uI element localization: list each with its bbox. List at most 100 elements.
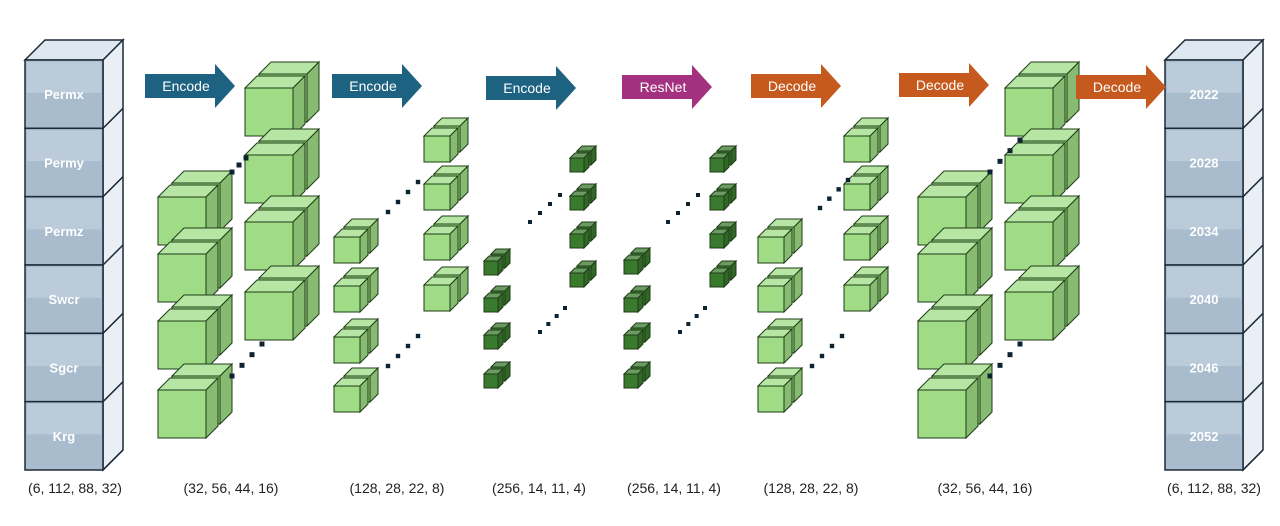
feature-cube bbox=[568, 227, 591, 250]
feature-cube bbox=[243, 278, 307, 342]
input-label: Krg bbox=[53, 429, 75, 444]
decode-arrow: Decode bbox=[751, 64, 841, 108]
feature-cube bbox=[332, 227, 370, 265]
feature-cube bbox=[756, 276, 794, 314]
feature-cube bbox=[756, 327, 794, 365]
ellipsis-dots bbox=[809, 333, 845, 369]
input-label: Swcr bbox=[48, 292, 79, 307]
input-cell: Krg bbox=[24, 400, 104, 471]
feature-cube bbox=[1003, 74, 1067, 138]
feature-cube bbox=[422, 275, 460, 313]
output-label: 2046 bbox=[1190, 361, 1219, 376]
feature-cube bbox=[622, 253, 645, 276]
output-label: 2040 bbox=[1190, 292, 1219, 307]
feature-cube bbox=[1003, 141, 1067, 205]
output-label: 2052 bbox=[1190, 429, 1219, 444]
feature-cube bbox=[568, 266, 591, 289]
feature-cube bbox=[156, 307, 220, 371]
ellipsis-dots bbox=[678, 306, 707, 334]
layer-shape: (128, 28, 22, 8) bbox=[764, 480, 859, 496]
output-cell: 2052 bbox=[1164, 400, 1244, 471]
resnet-arrow-label: ResNet bbox=[640, 79, 687, 95]
feature-cube bbox=[568, 189, 591, 212]
feature-cube bbox=[422, 224, 460, 262]
ellipsis-dots bbox=[666, 193, 700, 224]
ellipsis-dots bbox=[987, 341, 1023, 379]
output-shape: (6, 112, 88, 32) bbox=[1167, 480, 1261, 496]
encode-arrow-label: Encode bbox=[503, 80, 551, 96]
encode-arrow: Encode bbox=[145, 64, 235, 108]
feature-cube bbox=[708, 189, 731, 212]
ellipsis-dots bbox=[817, 177, 851, 211]
feature-cube bbox=[568, 151, 591, 174]
output-cell: 2034 bbox=[1164, 195, 1244, 266]
input-cell: Permx bbox=[24, 59, 104, 130]
ellipsis-dots bbox=[528, 193, 562, 224]
feature-cube bbox=[1003, 208, 1067, 272]
feature-cube bbox=[422, 174, 460, 212]
layer-shape: (32, 56, 44, 16) bbox=[184, 480, 279, 496]
output-column: 2022 2028 2034 2040 2046 2052 bbox=[1163, 38, 1265, 472]
feature-cube bbox=[708, 227, 731, 250]
output-label: 2022 bbox=[1190, 87, 1219, 102]
feature-cube bbox=[243, 141, 307, 205]
layer-shape: (32, 56, 44, 16) bbox=[938, 480, 1033, 496]
input-shape: (6, 112, 88, 32) bbox=[28, 480, 122, 496]
input-label: Permx bbox=[44, 87, 85, 102]
ellipsis-dots bbox=[229, 341, 265, 379]
feature-cube bbox=[622, 328, 645, 351]
output-cell: 2022 bbox=[1164, 59, 1244, 130]
output-cell: 2028 bbox=[1164, 127, 1244, 198]
feature-cube bbox=[842, 275, 880, 313]
ellipsis-dots bbox=[385, 179, 421, 215]
input-label: Permy bbox=[44, 156, 85, 171]
feature-cube bbox=[622, 291, 645, 314]
decode-arrow-label: Decode bbox=[768, 78, 816, 94]
feature-cube bbox=[842, 224, 880, 262]
input-cell: Sgcr bbox=[24, 332, 104, 403]
feature-cube bbox=[156, 240, 220, 304]
feature-cube bbox=[622, 367, 645, 390]
decode-arrow-label: Decode bbox=[1093, 79, 1141, 95]
input-cell: Permz bbox=[24, 195, 104, 266]
feature-cube bbox=[842, 174, 880, 212]
encode-arrow: Encode bbox=[332, 64, 422, 108]
input-cell: Permy bbox=[24, 127, 104, 198]
feature-cube bbox=[756, 227, 794, 265]
feature-cube bbox=[422, 126, 460, 164]
feature-cube bbox=[1003, 278, 1067, 342]
feature-cube bbox=[243, 74, 307, 138]
layer-shape: (256, 14, 11, 4) bbox=[627, 480, 721, 496]
output-label: 2034 bbox=[1190, 224, 1220, 239]
decode-arrow: Decode bbox=[1076, 65, 1166, 109]
output-cell: 2046 bbox=[1164, 332, 1244, 403]
encode-arrow-label: Encode bbox=[162, 78, 210, 94]
encode-arrow: Encode bbox=[486, 66, 576, 110]
ellipsis-dots bbox=[385, 333, 421, 369]
input-cell: Swcr bbox=[24, 264, 104, 335]
ellipsis-dots bbox=[987, 137, 1023, 175]
decode-arrow-label: Decode bbox=[916, 77, 964, 93]
layer-shape: (256, 14, 11, 4) bbox=[492, 480, 586, 496]
feature-cube bbox=[916, 307, 980, 371]
ellipsis-dots bbox=[229, 155, 249, 175]
ellipsis-dots bbox=[538, 306, 567, 334]
feature-cube bbox=[156, 376, 220, 440]
input-label: Sgcr bbox=[50, 361, 79, 376]
feature-cube bbox=[332, 276, 370, 314]
feature-cube bbox=[708, 266, 731, 289]
feature-cube bbox=[842, 126, 880, 164]
feature-cube bbox=[916, 376, 980, 440]
feature-cube bbox=[482, 367, 505, 390]
feature-cube bbox=[708, 151, 731, 174]
feature-cube bbox=[332, 376, 370, 414]
feature-cube bbox=[756, 376, 794, 414]
resnet-arrow: ResNet bbox=[622, 65, 712, 109]
feature-cube bbox=[916, 240, 980, 304]
output-cell: 2040 bbox=[1164, 264, 1244, 335]
output-label: 2028 bbox=[1190, 156, 1219, 171]
encode-arrow-label: Encode bbox=[349, 78, 397, 94]
layer-shape: (128, 28, 22, 8) bbox=[350, 480, 445, 496]
